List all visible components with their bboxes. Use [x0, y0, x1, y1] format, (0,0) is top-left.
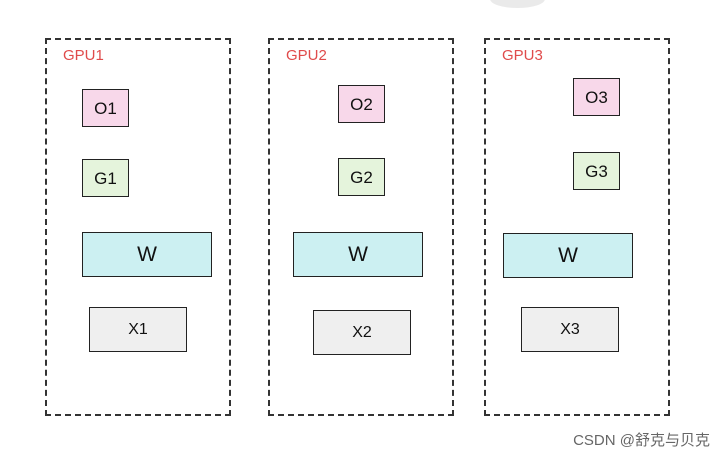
g-box-2: G2: [338, 158, 385, 196]
g-box-3: G3: [573, 152, 620, 190]
gpu-title-3: GPU3: [502, 47, 543, 64]
gpu-panel-3: GPU3 O3 G3 W X3: [484, 38, 670, 416]
o-box-1: O1: [82, 89, 129, 127]
top-decorative-shadow: [490, 0, 545, 8]
x-box-2: X2: [313, 310, 411, 355]
w-box-3: W: [503, 233, 633, 278]
gpu-panel-2: GPU2 O2 G2 W X2: [268, 38, 454, 416]
o-box-3: O3: [573, 78, 620, 116]
w-box-2: W: [293, 232, 423, 277]
gpu-title-1: GPU1: [63, 47, 104, 64]
w-box-1: W: [82, 232, 212, 277]
gpu-panel-1: GPU1 O1 G1 W X1: [45, 38, 231, 416]
gpu-title-2: GPU2: [286, 47, 327, 64]
x-box-3: X3: [521, 307, 619, 352]
o-box-2: O2: [338, 85, 385, 123]
x-box-1: X1: [89, 307, 187, 352]
watermark-text: CSDN @舒克与贝克: [573, 432, 710, 449]
g-box-1: G1: [82, 159, 129, 197]
